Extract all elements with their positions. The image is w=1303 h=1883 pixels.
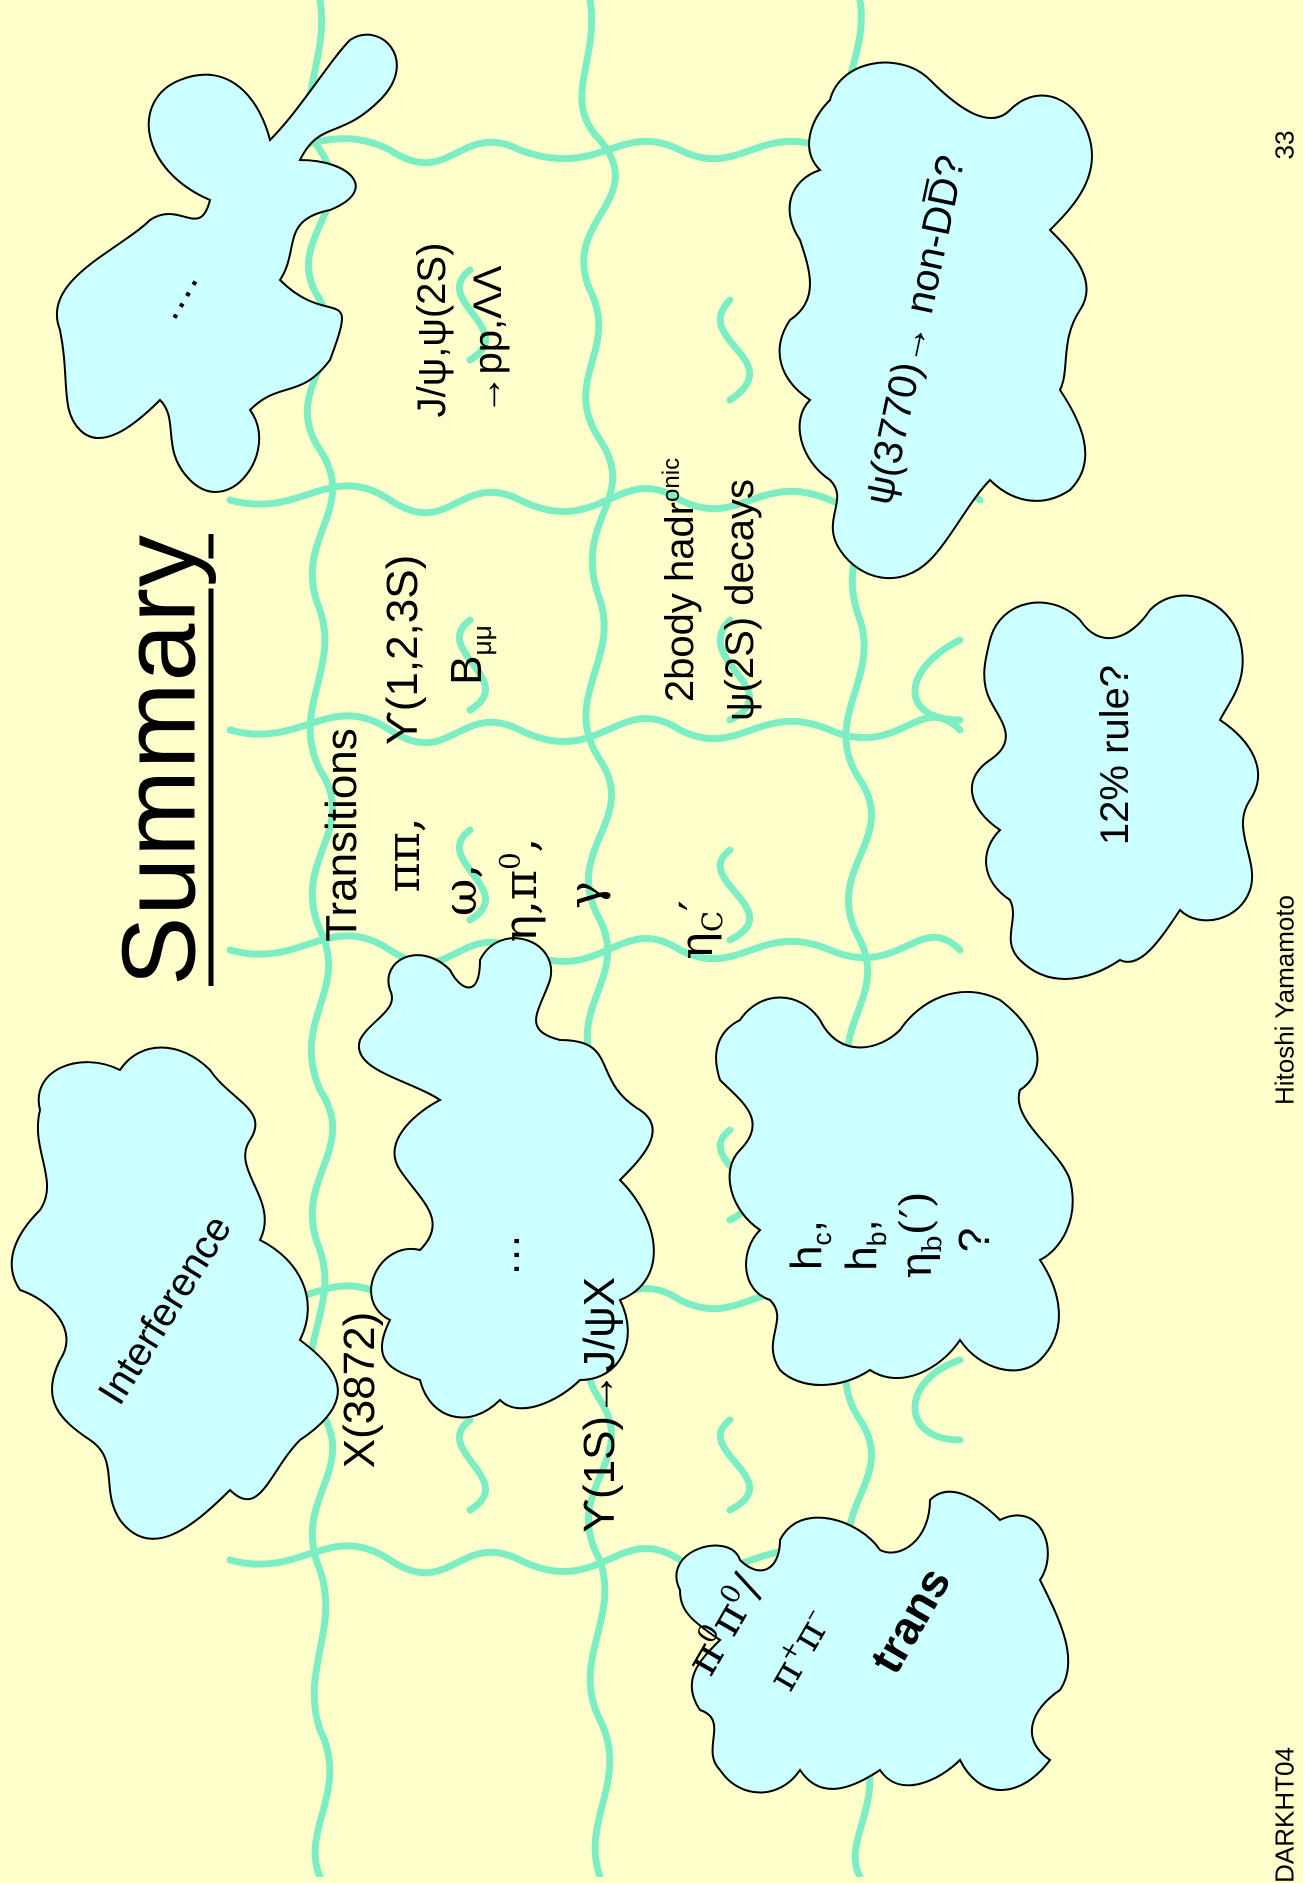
footer-right: 33 — [1270, 131, 1301, 160]
eta-c-prime: ηC′ — [672, 900, 728, 959]
twelve-percent-label: 12% rule? — [1094, 665, 1136, 845]
twobody-line2: ψ(2S) decays — [719, 479, 761, 721]
transitions-gamma: γ — [561, 881, 609, 909]
upsilon-states: ϒ(1,2,3S) — [379, 555, 427, 746]
piece-dots-top — [57, 35, 397, 492]
jpsi-line2: →pp,ΛΛ — [467, 265, 509, 414]
footer-left: DARKHT04 — [1270, 1747, 1301, 1883]
page-title: Summary — [101, 534, 220, 986]
twobody-line1: 2body hadronic — [659, 458, 701, 702]
x3872-label: X(3872) — [336, 1312, 384, 1469]
jpsi-line1: J/ψ,ψ(2S) — [411, 243, 453, 418]
transitions-heading: Transitions — [318, 728, 366, 942]
piece-hc — [716, 992, 1073, 1385]
transitions-omega: ω, — [436, 864, 484, 916]
transitions-pipi: ππ, — [379, 817, 427, 892]
transitions-eta-pi0: η,π0, — [496, 838, 544, 943]
footer-center: Hitoshi Yamamoto — [1270, 895, 1301, 1105]
upsilon-to-jpsi: ϒ(1S)→J/ψX — [576, 1277, 624, 1533]
question-label: ? — [951, 1228, 999, 1252]
hc-label: hc, — [783, 1220, 837, 1270]
b-mumu: Bμμ — [443, 625, 497, 685]
etab-label: ηb(′) — [893, 1191, 947, 1279]
hb-label: hb, — [838, 1219, 892, 1270]
dots-bottom-label: … — [481, 1233, 529, 1277]
